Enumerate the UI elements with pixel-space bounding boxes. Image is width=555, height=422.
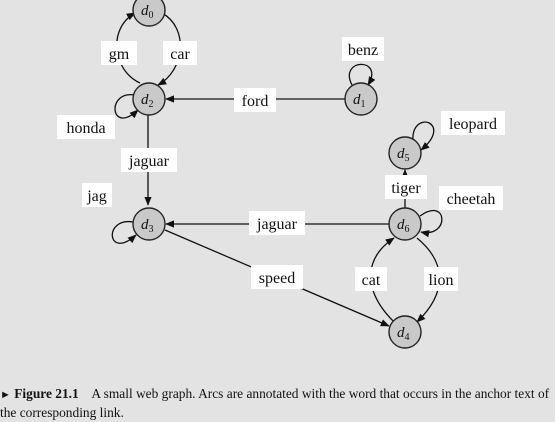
- edge-label-tiger: tiger: [385, 175, 427, 199]
- node-d2: d2: [132, 82, 166, 116]
- edge-benz: [348, 63, 376, 86]
- svg-text:cheetah: cheetah: [447, 191, 496, 208]
- node-d0-label: d0: [141, 3, 154, 21]
- node-d0: d0: [132, 0, 166, 27]
- svg-text:ford: ford: [242, 93, 269, 110]
- svg-text:tiger: tiger: [391, 180, 421, 197]
- svg-text:jag: jag: [86, 188, 107, 205]
- edge-label-jag: jag: [82, 183, 112, 207]
- svg-text:speed: speed: [259, 270, 295, 287]
- node-d4-label: d4: [397, 325, 410, 343]
- svg-text:leopard: leopard: [449, 116, 497, 133]
- edge-jag: [111, 221, 137, 244]
- node-d6-label: d6: [397, 217, 410, 235]
- node-d1: d1: [344, 82, 378, 116]
- edge-label-car: car: [163, 41, 197, 65]
- figure-label: Figure 21.1: [14, 386, 79, 401]
- svg-text:lion: lion: [429, 272, 454, 289]
- svg-text:jaguar: jaguar: [128, 153, 170, 170]
- node-d5: d5: [388, 136, 422, 170]
- caption-marker: ►: [0, 389, 11, 401]
- edge-label-jaguar-d2: jaguar: [121, 148, 177, 172]
- edge-label-jaguar-d6: jaguar: [249, 211, 305, 235]
- web-graph: d0 d1 d2 d3 d4 d5 d6 gm car honda benz: [57, 0, 505, 349]
- edge-label-speed: speed: [251, 265, 303, 289]
- node-d1-label: d1: [353, 92, 366, 110]
- edge-cheetah: [419, 209, 443, 238]
- node-d5-label: d5: [397, 146, 410, 164]
- svg-text:cat: cat: [362, 272, 381, 289]
- node-d4: d4: [388, 315, 422, 349]
- edge-label-honda: honda: [57, 115, 115, 139]
- node-d3: d3: [132, 207, 166, 241]
- edge-leopard: [412, 121, 435, 151]
- node-d3-label: d3: [141, 217, 154, 235]
- node-d2-label: d2: [141, 92, 154, 110]
- figure-caption: ► Figure 21.1 A small web graph. Arcs ar…: [0, 385, 555, 421]
- svg-text:car: car: [170, 46, 190, 63]
- edge-label-cheetah: cheetah: [439, 186, 503, 210]
- edge-label-cat: cat: [355, 267, 387, 291]
- node-d6: d6: [388, 207, 422, 241]
- edge-label-ford: ford: [234, 88, 276, 112]
- edge-label-leopard: leopard: [441, 111, 505, 135]
- edge-honda: [114, 94, 139, 119]
- edge-label-benz: benz: [342, 37, 384, 61]
- svg-text:gm: gm: [109, 46, 130, 63]
- edge-label-lion: lion: [424, 267, 458, 291]
- svg-text:honda: honda: [66, 120, 105, 137]
- svg-text:jaguar: jaguar: [256, 216, 298, 233]
- edge-label-gm: gm: [101, 41, 137, 65]
- svg-text:benz: benz: [348, 42, 378, 59]
- caption-text: A small web graph. Arcs are annotated wi…: [0, 386, 550, 420]
